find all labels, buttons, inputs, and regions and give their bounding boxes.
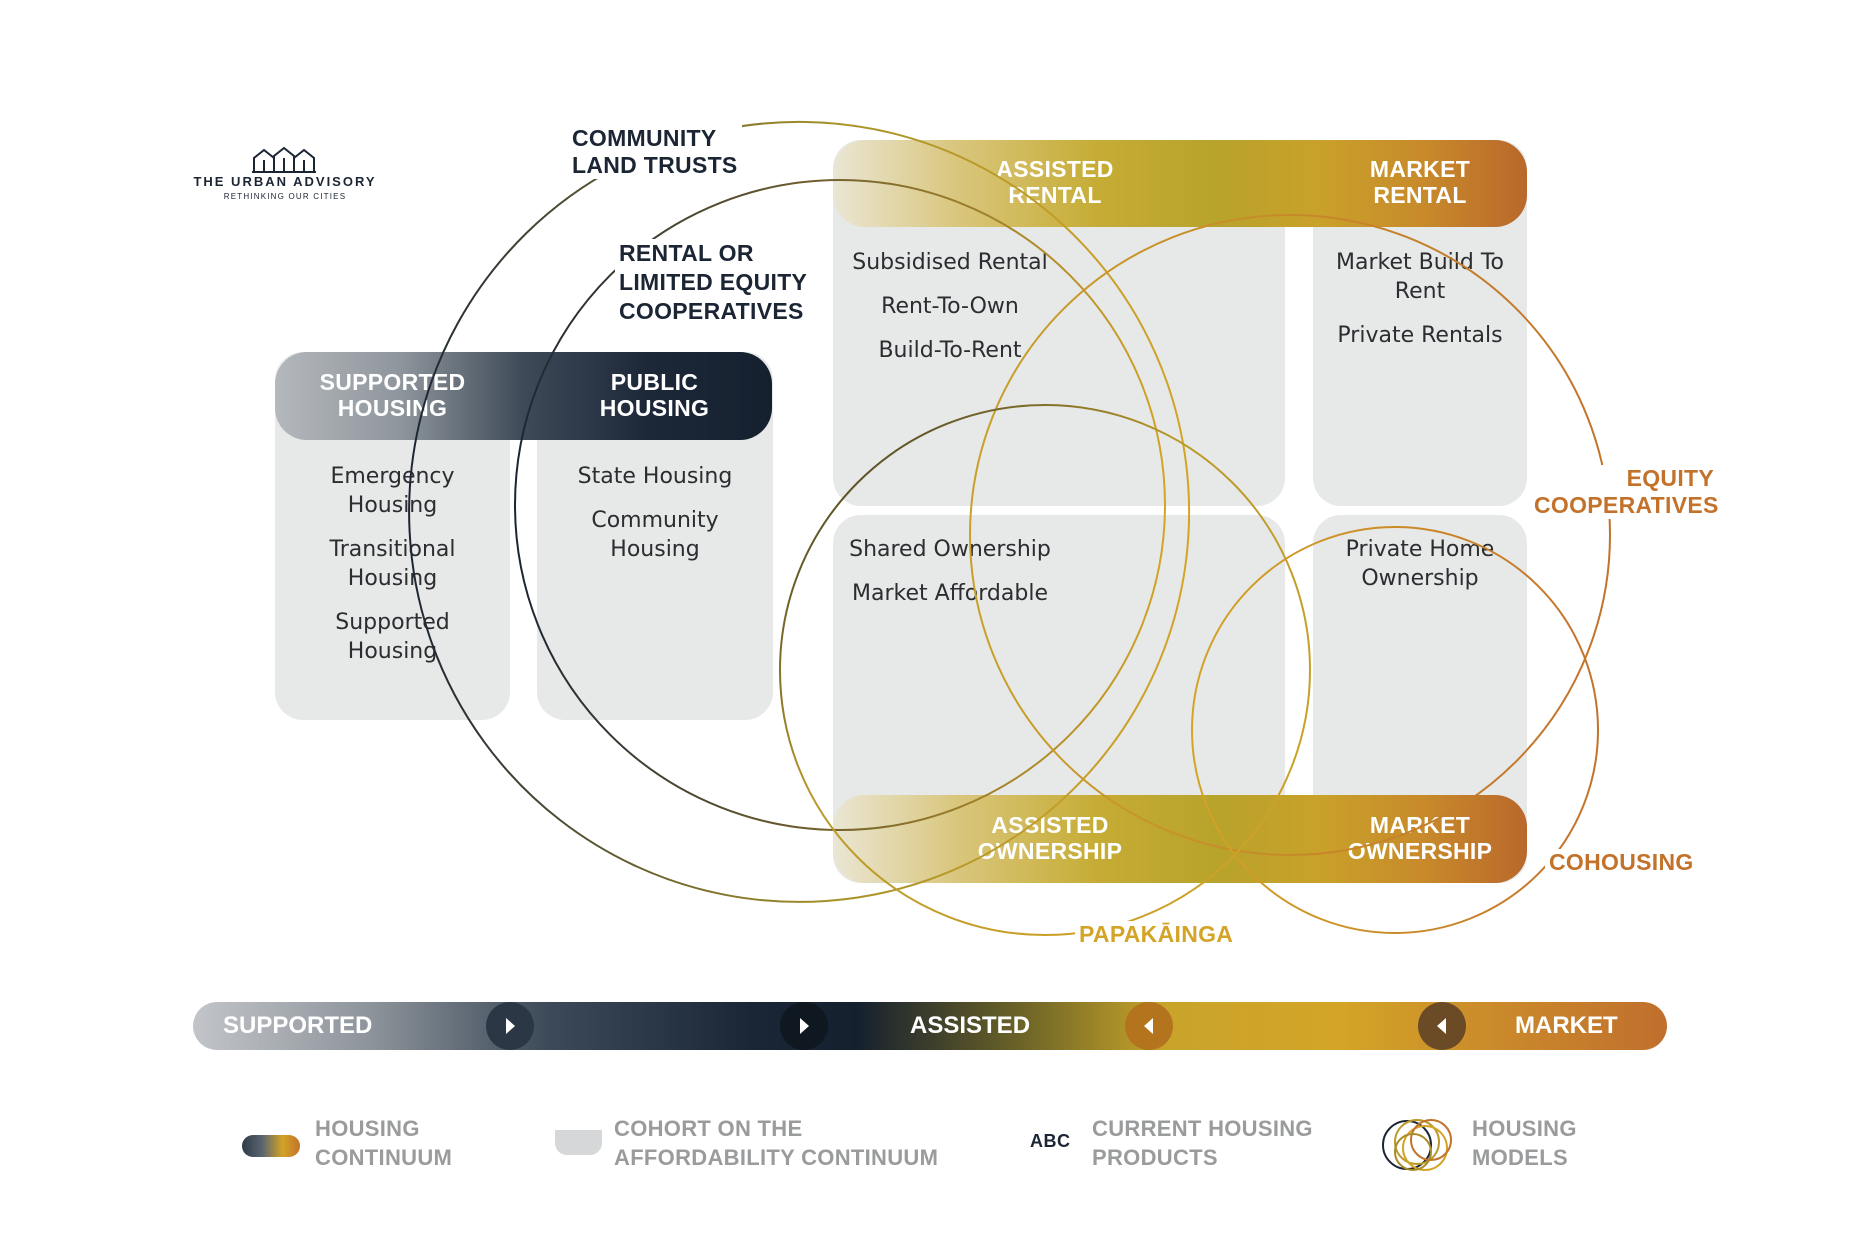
legend-continuum-swatch <box>242 1135 300 1157</box>
product-rent-to-own: Rent-To-Own <box>881 294 1019 319</box>
product-shared-ownership: Shared Ownership <box>849 537 1051 562</box>
legend-current-products: CURRENT HOUSING PRODUCTS <box>1092 1116 1313 1170</box>
continuum-label-assisted: ASSISTED <box>910 1012 1031 1039</box>
model-cohousing: COHOUSING <box>1545 849 1698 876</box>
label-supported-housing: SUPPORTED HOUSING <box>319 369 466 421</box>
label-assisted-ownership: ASSISTED OWNERSHIP <box>977 812 1123 864</box>
logo-tagline: RETHINKING OUR CITIES <box>223 192 347 201</box>
circle-cooperatives-rental <box>514 179 1166 831</box>
product-market-affordable: Market Affordable <box>851 581 1048 606</box>
label-assisted-rental: ASSISTED RENTAL <box>996 156 1114 208</box>
model-papakainga: PAPAKĀINGA <box>1075 921 1238 948</box>
label-public-housing: PUBLIC HOUSING <box>599 369 710 421</box>
legend-housing-continuum: HOUSING CONTINUUM <box>315 1116 453 1170</box>
product-state-housing: State Housing <box>577 464 733 489</box>
model-community-land-trusts: COMMUNITY LAND TRUSTS <box>568 125 742 179</box>
legend-models-icon <box>1382 1119 1452 1171</box>
product-transitional-housing: Transitional Housing <box>329 537 456 591</box>
product-private-home-ownership: Private Home Ownership <box>1345 537 1495 591</box>
product-build-to-rent: Build-To-Rent <box>878 338 1022 363</box>
circle-community-land-trusts <box>408 120 1191 903</box>
bar-ownership <box>833 795 1527 883</box>
chevron-right-icon[interactable] <box>780 1002 828 1050</box>
legend-housing-models: HOUSING MODELS <box>1472 1116 1577 1170</box>
legend-abc-sample: ABC <box>1030 1131 1071 1151</box>
chevron-left-icon[interactable] <box>1125 1002 1173 1050</box>
circle-papakainga <box>779 404 1311 936</box>
legend-cohort: COHORT ON THE AFFORDABILITY CONTINUUM <box>614 1116 939 1170</box>
product-market-build-to-rent: Market Build To Rent <box>1336 250 1504 304</box>
product-supported-housing: Supported Housing <box>335 610 450 664</box>
bar-rental <box>833 140 1527 227</box>
model-equity-cooperatives: EQUITY COOPERATIVES <box>1530 465 1718 519</box>
bar-supported-public <box>275 352 772 440</box>
product-private-rentals: Private Rentals <box>1337 323 1503 348</box>
legend-cohort-swatch <box>555 1130 602 1155</box>
label-market-ownership: MARKET OWNERSHIP <box>1347 812 1493 864</box>
circle-cohousing <box>1191 526 1599 934</box>
continuum-label-supported: SUPPORTED <box>223 1012 373 1039</box>
product-subsidised-rental: Subsidised Rental <box>852 250 1048 275</box>
logo-name: THE URBAN ADVISORY <box>193 174 377 189</box>
chevron-left-icon[interactable] <box>1418 1002 1466 1050</box>
circle-equity-cooperatives <box>969 214 1611 856</box>
logo-houses-icon <box>252 146 316 173</box>
chevron-right-icon[interactable] <box>486 1002 534 1050</box>
model-rental-limited-equity-cooperatives: RENTAL OR LIMITED EQUITY COOPERATIVES <box>615 239 812 326</box>
label-market-rental: MARKET RENTAL <box>1369 156 1471 208</box>
product-community-housing: Community Housing <box>591 508 719 562</box>
logo: THE URBAN ADVISORY RETHINKING OUR CITIES <box>190 146 380 206</box>
continuum-label-market: MARKET <box>1515 1012 1618 1039</box>
product-emergency-housing: Emergency Housing <box>330 464 455 518</box>
